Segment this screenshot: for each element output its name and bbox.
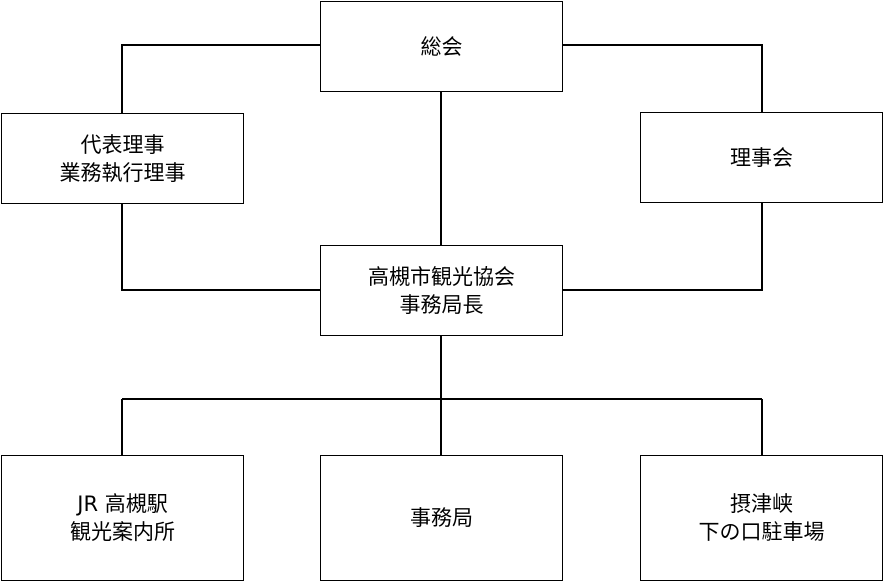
node-jimukyokucho-label-2: 事務局長 xyxy=(399,292,484,317)
node-jr-takatsuki-info: JR 高槻駅 観光案内所 xyxy=(1,455,244,581)
node-settsukyo-parking-label-2: 下の口駐車場 xyxy=(698,520,825,544)
connector-soukai-rijikai xyxy=(563,44,763,112)
node-jimukyokucho: 高槻市観光協会 事務局長 xyxy=(320,245,563,336)
node-rijikai: 理事会 xyxy=(640,112,883,203)
node-jimukyoku: 事務局 xyxy=(320,455,563,581)
node-jr-takatsuki-info-label-1: JR 高槻駅 xyxy=(77,492,168,516)
connector-soukai-daihyo xyxy=(121,44,320,113)
node-settsukyo-parking-label-1: 摂津峡 xyxy=(730,492,793,516)
node-jr-takatsuki-info-label-2: 観光案内所 xyxy=(70,520,175,544)
connector-daihyo-jimukyokucho xyxy=(121,204,320,291)
node-jimukyokucho-label-1: 高槻市観光協会 xyxy=(368,264,515,289)
node-soukai: 総会 xyxy=(320,1,563,92)
node-soukai-label: 総会 xyxy=(420,34,463,59)
node-daihyo-riji-label-2: 業務執行理事 xyxy=(59,160,186,185)
node-rijikai-label: 理事会 xyxy=(730,145,793,170)
node-jimukyoku-label: 事務局 xyxy=(410,506,473,530)
node-daihyo-riji: 代表理事 業務執行理事 xyxy=(1,113,244,204)
connector-rijikai-jimukyokucho xyxy=(563,203,763,291)
node-settsukyo-parking: 摂津峡 下の口駐車場 xyxy=(640,455,883,581)
node-daihyo-riji-label-1: 代表理事 xyxy=(80,132,165,157)
